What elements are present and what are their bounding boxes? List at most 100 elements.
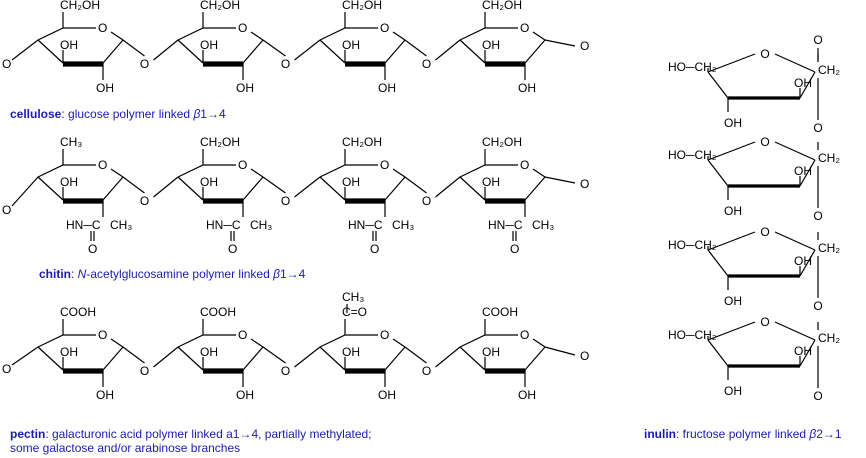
glycosidic-bond	[294, 176, 321, 198]
carboxyl-label: COOH	[60, 305, 96, 319]
ring-bond	[392, 168, 406, 178]
ring-bond	[532, 31, 546, 41]
ring-bond	[707, 249, 729, 277]
ester-carbonyl-label: C=O	[342, 305, 367, 319]
ring-bond	[242, 176, 264, 201]
ring-bond	[102, 176, 124, 201]
ring-bond	[799, 339, 816, 367]
carbonyl-oxygen-label: O	[88, 242, 97, 256]
ring-bond	[707, 321, 756, 341]
inulin-structure: OOHO─CH₂OHOHCH₂OOHO─CH₂OHOHCH₂OOHO─CH₂OH…	[668, 33, 840, 403]
carbonyl-oxygen-label: O	[510, 242, 519, 256]
glycosidic-bond	[262, 346, 286, 364]
glycosidic-bond	[153, 39, 179, 61]
ring-bond	[532, 168, 546, 178]
hydroxyl-label: OH	[96, 81, 114, 95]
hydroxyl-label: OH	[482, 175, 500, 189]
pectin-name: pectin	[10, 427, 46, 441]
terminal-oxygen-label: O	[2, 362, 11, 376]
hydroxymethyl-label: CH₂OH	[342, 135, 382, 149]
ring-bond	[177, 39, 204, 64]
glycosidic-oxygen-label: O	[281, 364, 290, 378]
glycosidic-oxygen-label: O	[422, 194, 431, 208]
ring-bond	[524, 346, 546, 371]
hydroxyl-label: OH	[236, 388, 254, 402]
ring-oxygen-label: O	[380, 21, 389, 35]
hydroxyl-label: OH	[724, 294, 742, 308]
hydroxyl-label: OH	[342, 175, 360, 189]
ring-bond	[774, 321, 816, 341]
ring-bond	[319, 346, 346, 371]
ring-bond	[384, 39, 406, 64]
ring-bond	[384, 176, 406, 201]
ring-bond	[774, 141, 816, 161]
hydroxyl-label: OH	[342, 38, 360, 52]
hydroxyl-label: OH	[724, 116, 742, 130]
methylene-label: CH₂	[818, 241, 840, 255]
ring-oxygen-label: O	[520, 21, 529, 35]
hydroxyl-label: OH	[378, 81, 396, 95]
ring-bond	[177, 346, 204, 371]
ring-oxygen-label: O	[760, 225, 769, 239]
hydroxymethyl-label: HO─CH₂	[668, 238, 717, 252]
terminal-bond	[544, 39, 576, 47]
hydroxyl-label: OH	[518, 81, 536, 95]
ring-bond	[774, 53, 816, 73]
glycosidic-bond	[122, 176, 145, 194]
hydroxymethyl-label: CH₂OH	[200, 135, 240, 149]
hydroxyl-label: OH	[60, 38, 78, 52]
ring-oxygen-label: O	[760, 315, 769, 329]
glycosidic-oxygen-label: O	[281, 57, 290, 71]
ring-oxygen-label: O	[98, 158, 107, 172]
hydroxyl-label: OH	[200, 345, 218, 359]
terminal-oxygen-label: O	[2, 57, 11, 71]
ring-oxygen-label: O	[760, 135, 769, 149]
ring-oxygen-label: O	[98, 21, 107, 35]
hydroxyl-label: OH	[724, 384, 742, 398]
ring-bond	[459, 39, 486, 64]
ring-bond	[110, 338, 124, 348]
carboxyl-label: COOH	[482, 305, 518, 319]
methyl-label: CH₃	[250, 218, 272, 232]
hydroxyl-label: OH	[482, 38, 500, 52]
hydroxyl-label: OH	[518, 388, 536, 402]
hydroxymethyl-label: CH₂OH	[342, 0, 382, 12]
ring-oxygen-label: O	[238, 328, 247, 342]
glycosidic-bond	[435, 176, 461, 198]
hydroxyl-label: OH	[60, 175, 78, 189]
glycosidic-oxygen-label: O	[422, 364, 431, 378]
hydroxyl-label: OH	[794, 254, 812, 268]
glycosidic-oxygen-label: O	[813, 389, 822, 403]
acetamido-label: HN─C	[488, 218, 523, 232]
ring-bond	[250, 31, 264, 41]
glycosidic-bond	[294, 346, 321, 368]
glycosidic-bond	[122, 39, 145, 57]
ring-bond	[37, 39, 64, 64]
methylene-label: CH₂	[818, 331, 840, 345]
ring-bond	[707, 71, 729, 99]
hydroxymethyl-label: HO─CH₂	[668, 328, 717, 342]
glycosidic-bond	[435, 39, 461, 61]
ring-bond	[799, 71, 816, 99]
hydroxyl-label: OH	[342, 345, 360, 359]
glycosidic-bond	[262, 39, 286, 57]
terminal-bond	[11, 176, 39, 207]
terminal-bond	[11, 39, 39, 61]
glycosidic-oxygen-label: O	[140, 194, 149, 208]
cellulose-name: cellulose	[10, 107, 62, 121]
ring-oxygen-label: O	[238, 158, 247, 172]
ring-bond	[102, 346, 124, 371]
glycosidic-bond	[262, 176, 286, 194]
ring-bond	[177, 176, 204, 201]
ring-bond	[250, 338, 264, 348]
ring-bond	[319, 39, 346, 64]
ring-oxygen-label: O	[520, 328, 529, 342]
ring-bond	[707, 53, 756, 73]
carboxyl-label: COOH	[200, 305, 236, 319]
ring-bond	[37, 346, 64, 371]
glycosidic-oxygen-label: O	[422, 57, 431, 71]
ring-bond	[392, 338, 406, 348]
ring-oxygen-label: O	[98, 328, 107, 342]
hydroxymethyl-label: HO─CH₂	[668, 148, 717, 162]
